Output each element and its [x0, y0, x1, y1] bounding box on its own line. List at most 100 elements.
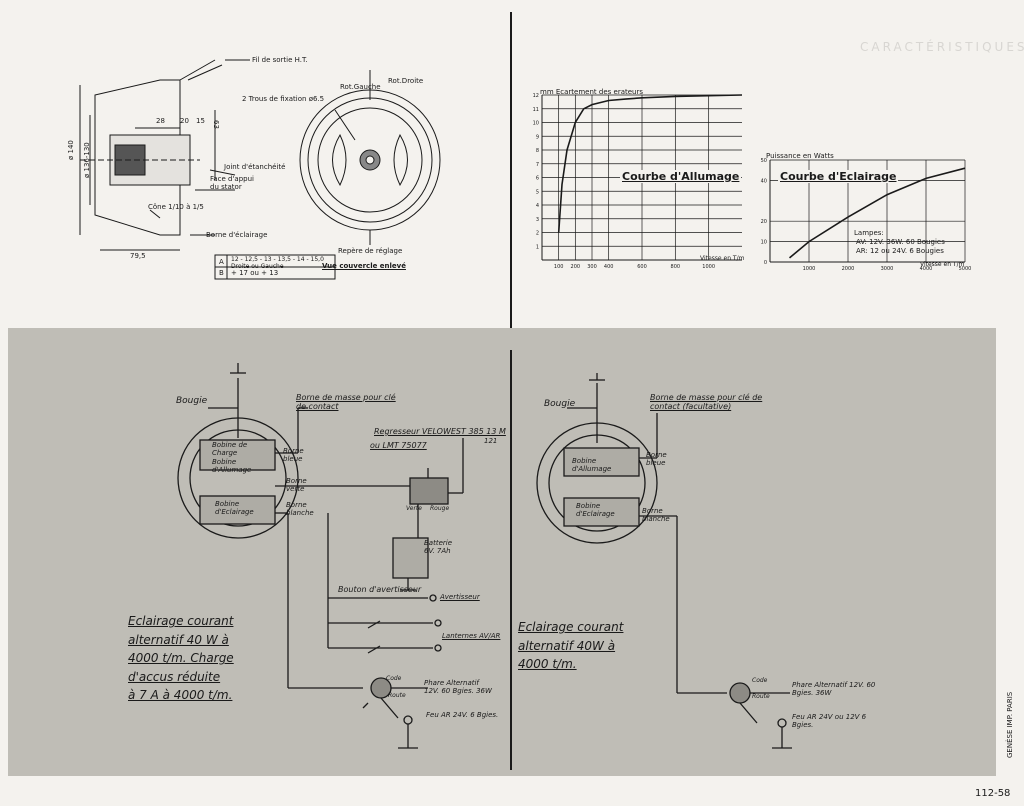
left-title-line-2: alternatif 40 W à [128, 632, 229, 647]
right-bougie: Bougie [544, 399, 576, 409]
top-divider [510, 12, 512, 330]
right-feu: Feu AR 24V ou 12V 6 Bgies. [792, 713, 867, 729]
right-bobine-allumage: Bobine d'Allumage [572, 457, 612, 473]
left-regresseur-num: 121 [484, 437, 498, 445]
right-borne-bleue: Borne bleue [646, 451, 667, 467]
x-tick-label: 1000 [702, 264, 715, 270]
schema-left-drawing [177, 363, 464, 749]
chart-eclairage: 1000 2000 3000 4000 5000 50 40 20 10 0 [761, 158, 972, 272]
left-route: Route [388, 692, 406, 699]
left-borne-verte: Borne verte [286, 477, 307, 493]
x-tick-label: 300 [587, 264, 597, 270]
y-tick-label: 9 [536, 134, 539, 140]
left-title-line-1: Eclairage courant [128, 614, 234, 628]
y-tick-label: 5 [536, 189, 539, 195]
left-verte: Verte [406, 505, 422, 512]
schema-right-drawing [536, 373, 792, 749]
y-tick-label: 20 [761, 219, 767, 225]
series-line [557, 94, 743, 233]
left-regresseur: Regresseur VELOWEST 385 13 M [374, 427, 506, 436]
chart-eclairage-ylabel: Puissance en Watts [766, 152, 834, 160]
bottom-divider [510, 350, 512, 770]
y-tick-label: 11 [533, 107, 539, 113]
table-b-value: + 17 ou + 13 [231, 269, 279, 277]
x-tick-label: 5000 [959, 266, 972, 272]
y-tick-label: 1 [536, 244, 539, 250]
y-tick-label: 6 [536, 176, 539, 182]
table-a-value: 12 - 12,5 - 13 - 13,5 - 14 - 15,0 Droite… [231, 256, 324, 270]
left-bobine-allumage: Bobine d'Allumage [212, 458, 252, 474]
left-borne-bleue: Borne bleue [283, 447, 304, 463]
left-phare: Phare Alternatif 12V. 60 Bgies. 36W [424, 679, 492, 695]
y-tick-label: 40 [761, 178, 767, 184]
right-title-line-3: 4000 t/m. [518, 657, 577, 672]
chart-eclairage-lampes-title: Lampes: [854, 229, 884, 237]
left-feu: Feu AR 24V. 6 Bgies. [426, 711, 499, 719]
x-tick-label: 800 [671, 264, 681, 270]
label-cone: Cône 1/10 à 1/5 [148, 203, 204, 211]
left-bougie: Bougie [176, 396, 208, 406]
chart-eclairage-lampes-1: AV: 12V. 36W. 60 Bougies [856, 238, 945, 246]
dim-d136: ø 136-130 [83, 142, 91, 178]
chart-allumage-ylabel: mm Ecartement des erateurs [540, 88, 643, 96]
x-tick-label: 2000 [842, 266, 855, 272]
left-borne-masse: Borne de masse pour clé de contact [296, 393, 396, 411]
right-borne-blanche: Borne blanche [642, 507, 670, 523]
left-bobine-eclairage: Bobine d'Eclairage [215, 500, 254, 516]
x-tick-label: 600 [637, 264, 647, 270]
left-regresseur-alt: ou LMT 75077 [370, 441, 427, 450]
y-tick-label: 50 [761, 158, 767, 164]
imprint: GENÈSE IMP. PARIS [1006, 691, 1014, 758]
left-title-line-4: d'accus réduite [128, 669, 221, 684]
left-title-line-5: à 7 A à 4000 t/m. [128, 688, 233, 703]
chart-eclairage-title: Courbe d'Eclairage [778, 170, 899, 183]
label-repere: Repère de réglage [338, 247, 403, 255]
y-tick-label: 2 [536, 231, 539, 237]
chart-eclairage-xlabel: Vitesse en T/m [920, 261, 965, 268]
label-joint: Joint d'étanchéité [224, 163, 286, 171]
series-line [788, 167, 966, 259]
x-tick-label: 400 [604, 264, 614, 270]
y-tick-label: 10 [533, 121, 539, 127]
chart-eclairage-lampes-2: AR: 12 ou 24V. 6 Bougies [856, 247, 944, 255]
x-tick-label: 200 [571, 264, 581, 270]
table-b-key: B [219, 269, 224, 277]
left-title: Eclairage courant alternatif 40 W à 4000… [128, 612, 234, 705]
right-title: Eclairage courant alternatif 40W à 4000 … [518, 618, 623, 674]
y-tick-label: 8 [536, 148, 539, 154]
left-title-line-3: 4000 t/m. Charge [128, 651, 234, 666]
y-tick-label: 0 [764, 260, 767, 266]
right-title-line-2: alternatif 40W à [518, 638, 616, 653]
y-tick-label: 12 [533, 93, 539, 99]
right-borne-masse: Borne de masse pour clé de contact (facu… [650, 393, 763, 411]
left-rouge: Rouge [430, 505, 450, 512]
wiring-panel [8, 328, 996, 776]
page-number: 112-58 [975, 788, 1011, 799]
x-tick-label: 3000 [881, 266, 894, 272]
dim-20: 20 [180, 117, 189, 125]
label-rot-droite: Rot.Droite [388, 77, 424, 85]
x-tick-label: 1000 [803, 266, 816, 272]
side-view-body [94, 79, 181, 236]
left-borne-blanche: Borne blanche [286, 501, 314, 517]
label-rot-gauche: Rot.Gauche [340, 83, 381, 91]
label-borne-eclairage: Borne d'éclairage [206, 231, 268, 239]
label-face-appui: Face d'appui du stator [210, 175, 254, 191]
x-tick-label: 4000 [920, 266, 933, 272]
y-tick-label: 7 [536, 162, 539, 168]
left-bobine-charge: Bobine de Charge [212, 441, 248, 457]
y-tick-label: 10 [761, 240, 767, 246]
chart-allumage-title: Courbe d'Allumage [620, 170, 742, 183]
ghost-header: CARACTÉRISTIQUES [860, 40, 1024, 54]
right-code: Code [752, 677, 768, 684]
left-batterie: Batterie 6V. 7Ah [424, 539, 453, 555]
y-tick-label: 3 [536, 217, 539, 223]
label-vue-couvercle: Vue couvercle enlevé [322, 262, 406, 270]
magneto-drawing [79, 59, 441, 280]
chart-allumage-xlabel: Vitesse en T/m [700, 255, 745, 262]
dim-d140: ø 140 [67, 140, 75, 160]
x-tick-label: 100 [554, 264, 564, 270]
right-phare: Phare Alternatif 12V. 60 Bgies. 36W [792, 681, 876, 697]
right-bobine-eclairage: Bobine d'Eclairage [576, 502, 615, 518]
